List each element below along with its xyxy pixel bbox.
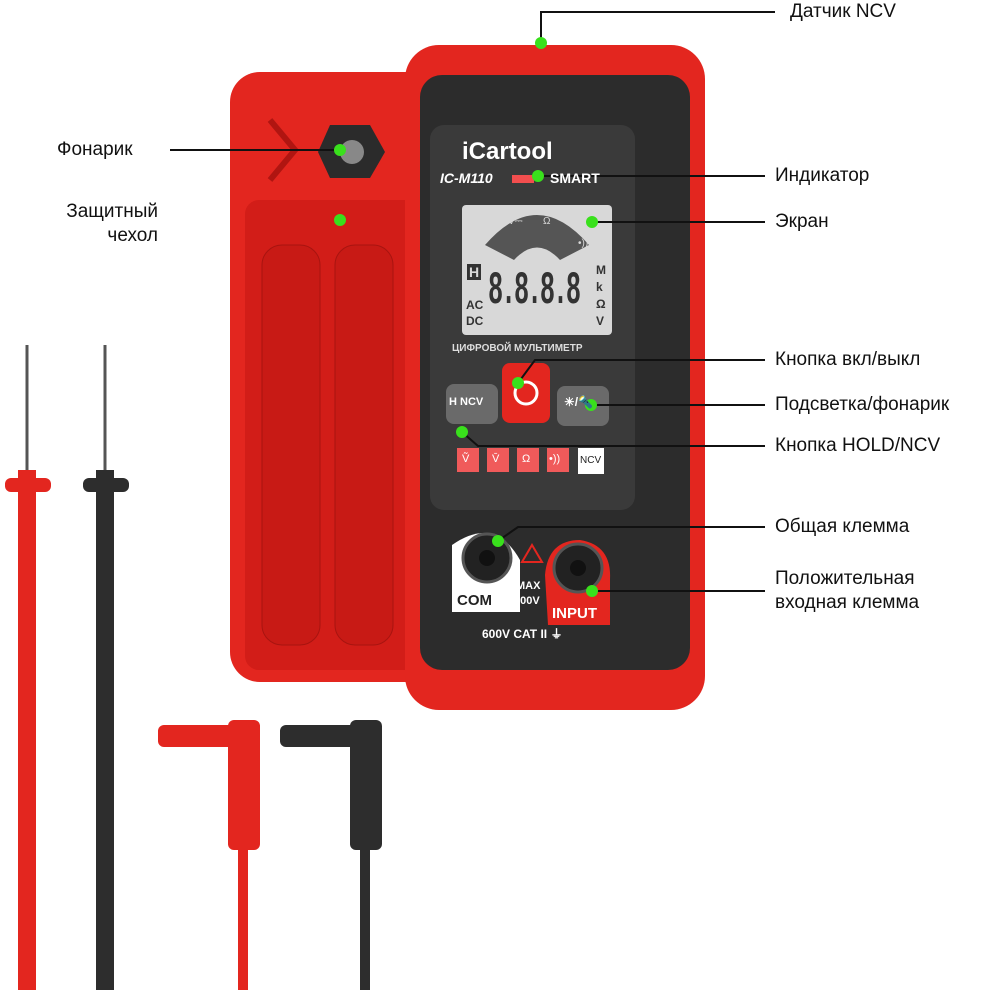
lcd-unit: Ω (596, 297, 606, 311)
leader-lines (170, 11, 775, 592)
label-ncv-sensor: Датчик NCV (790, 1, 896, 22)
input-label: INPUT (552, 605, 597, 622)
mode-icon: •)) (549, 453, 561, 465)
hold-ncv-button[interactable]: H NCV (449, 396, 484, 408)
mode-icon: V̄ (492, 453, 500, 465)
label-indicator: Индикатор (775, 165, 870, 186)
indicator-led (512, 175, 534, 183)
brand-logo: iCartool (462, 138, 553, 165)
model-label: IC-M110 (440, 170, 493, 186)
power-button-shape (502, 363, 550, 423)
lcd-mode: Ω (543, 216, 551, 227)
mode-icon: NCV (580, 455, 602, 466)
callout-dots (334, 37, 598, 597)
multimeter-body (405, 45, 705, 710)
label-flashlight: Фонарик (57, 139, 133, 160)
com-label: COM (457, 592, 492, 609)
lcd-mode: •)) (578, 238, 589, 249)
lcd-unit: V (596, 314, 605, 328)
max-voltage: 600V (514, 595, 540, 607)
smart-label: SMART (550, 170, 600, 186)
label-backlight: Подсветка/фонарик (775, 394, 950, 415)
mode-icon: Ṽ (462, 453, 470, 465)
test-leads (5, 345, 382, 990)
max-label: MAX (516, 580, 541, 592)
label-common-terminal: Общая клемма (775, 516, 910, 537)
lcd-ac: AC (466, 298, 484, 312)
label-protective-case: Защитный чехол (66, 201, 158, 246)
mode-icon: Ω (522, 453, 531, 465)
protective-case (230, 72, 450, 682)
label-screen: Экран (775, 211, 829, 232)
backlight-button[interactable]: ☀/🔦 (564, 395, 594, 409)
device-subtitle: ЦИФРОВОЙ МУЛЬТИМЕТР (452, 343, 583, 354)
lcd-mode: V⎓ (508, 216, 523, 227)
label-hold-ncv: Кнопка HOLD/NCV (775, 435, 941, 456)
rating-label: 600V CAT II ⏚ (482, 627, 563, 641)
label-positive-terminal: Положительная входная клемма (775, 568, 920, 613)
lcd-digits: 8.8.8.8 (488, 265, 581, 317)
label-power-button: Кнопка вкл/выкл (775, 349, 921, 370)
lcd-dc: DC (466, 314, 484, 328)
lcd-hold: H (467, 264, 482, 280)
lcd-mode: V~ (475, 238, 488, 249)
lcd-unit: k (596, 280, 603, 294)
lcd-unit: M (596, 263, 606, 277)
